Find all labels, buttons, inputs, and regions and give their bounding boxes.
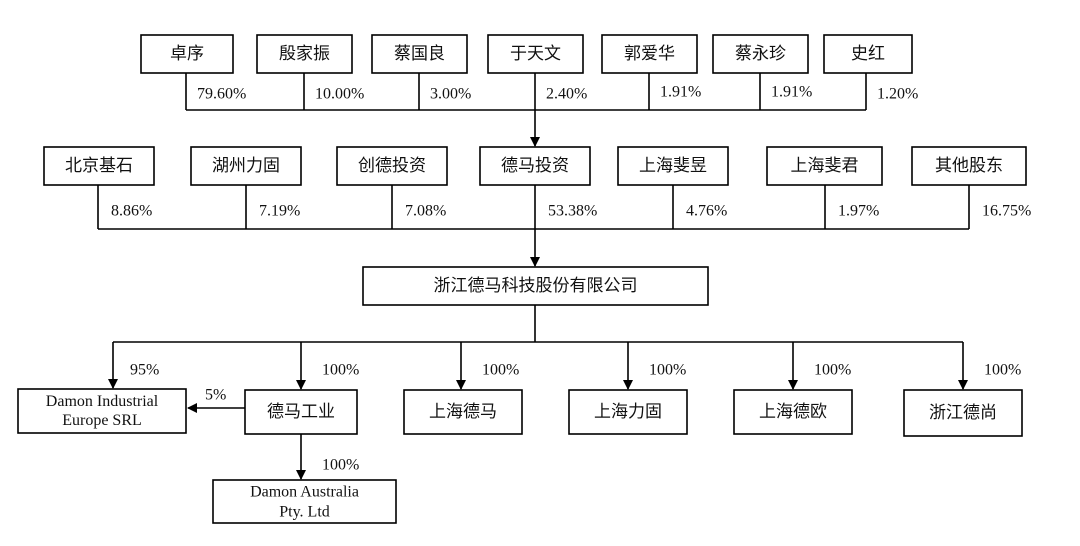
shareholder-pct-5: 1.91% — [660, 84, 701, 101]
investor-box-4-frame — [479, 146, 591, 186]
subsidiary-box-3-frame — [403, 389, 523, 435]
investor-box-2: 湖州力固 — [190, 146, 302, 186]
investor-box-3-label: 创德投资 — [358, 156, 426, 176]
shareholder-box-2-frame — [256, 34, 353, 74]
investor-box-6-label: 上海斐君 — [791, 156, 859, 176]
subsidiary-box-6: 浙江德尚 — [903, 389, 1023, 437]
investor-box-3-frame — [336, 146, 448, 186]
investor-box-6: 上海斐君 — [766, 146, 883, 186]
company-box-label: 浙江德马科技股份有限公司 — [434, 276, 638, 296]
investor-pct-3: 7.08% — [405, 203, 446, 220]
investor-box-2-frame — [190, 146, 302, 186]
subsidiary-box-1-frame — [17, 388, 187, 434]
shareholder-pct-3: 3.00% — [430, 86, 471, 103]
subsidiary-label-6: 浙江德尚 — [929, 403, 997, 423]
investor-box-1-label: 北京基石 — [65, 156, 133, 176]
investor-pct-2: 7.19% — [259, 203, 300, 220]
investor-box-6-frame — [766, 146, 883, 186]
shareholder-box-6-frame — [712, 34, 809, 74]
shareholder-pct-2: 10.00% — [315, 86, 364, 103]
shareholder-box-2-label: 殷家振 — [279, 44, 330, 64]
subsidiary-label-5: 上海德欧 — [759, 402, 827, 422]
subsidiary-box-5-frame — [733, 389, 853, 435]
investor-pct-7: 16.75% — [982, 203, 1031, 220]
shareholder-pct-1: 79.60% — [197, 86, 246, 103]
investor-box-2-label: 湖州力固 — [212, 156, 280, 176]
subsidiary-pct-1: 95% — [130, 362, 159, 379]
cross-holding-pct: 5% — [205, 387, 226, 404]
investor-box-5: 上海斐昱 — [617, 146, 729, 186]
subsidiary-label-1: Damon Industrial — [46, 393, 159, 410]
shareholder-box-6-label: 蔡永珍 — [735, 44, 786, 64]
shareholder-box-3-label: 蔡国良 — [394, 44, 445, 64]
sub-subsidiary-label: Damon Australia — [250, 484, 359, 501]
investor-box-5-frame — [617, 146, 729, 186]
subsidiary-box-4: 上海力固 — [568, 389, 688, 435]
shareholder-box-5: 郭爱华 — [601, 34, 698, 74]
shareholder-box-7-frame — [823, 34, 913, 74]
investor-box-5-label: 上海斐昱 — [639, 156, 707, 176]
investor-pct-4: 53.38% — [548, 203, 597, 220]
subsidiary-box-3: 上海德马 — [403, 389, 523, 435]
shareholder-box-3-frame — [371, 34, 468, 74]
subsidiary-pct-2: 100% — [322, 362, 359, 379]
shareholder-box-1: 卓序 — [140, 34, 234, 74]
shareholder-box-6: 蔡永珍 — [712, 34, 809, 74]
investor-box-4-label: 德马投资 — [501, 156, 569, 176]
company-box: 浙江德马科技股份有限公司 — [362, 266, 709, 306]
investor-pct-1: 8.86% — [111, 203, 152, 220]
shareholder-box-4: 于天文 — [487, 34, 584, 74]
shareholder-box-1-label: 卓序 — [170, 44, 204, 64]
subsidiary-pct-6: 100% — [984, 362, 1021, 379]
subsidiary-label-3: 上海德马 — [429, 402, 497, 422]
sub-subsidiary-pct: 100% — [322, 457, 359, 474]
shareholder-box-4-frame — [487, 34, 584, 74]
subsidiary-box-4-frame — [568, 389, 688, 435]
subsidiary-box-6-frame — [903, 389, 1023, 437]
company-box-frame — [362, 266, 709, 306]
investor-box-1-frame — [43, 146, 155, 186]
shareholder-box-2: 殷家振 — [256, 34, 353, 74]
shareholder-box-7: 史红 — [823, 34, 913, 74]
investor-box-3: 创德投资 — [336, 146, 448, 186]
investor-box-7: 其他股东 — [911, 146, 1027, 186]
shareholder-box-1-frame — [140, 34, 234, 74]
subsidiary-box-2: 德马工业 — [244, 389, 358, 435]
investor-box-1: 北京基石 — [43, 146, 155, 186]
subsidiary-pct-4: 100% — [649, 362, 686, 379]
shareholder-pct-4: 2.40% — [546, 86, 587, 103]
subsidiary-label-4: 上海力固 — [594, 402, 662, 422]
investor-box-7-label: 其他股东 — [935, 156, 1003, 176]
investor-pct-6: 1.97% — [838, 203, 879, 220]
subsidiary-label-2: 德马工业 — [267, 402, 335, 422]
shareholder-box-4-label: 于天文 — [510, 44, 561, 64]
shareholder-box-7-label: 史红 — [851, 44, 885, 64]
shareholder-box-5-label: 郭爱华 — [624, 44, 675, 64]
subsidiary-box-2-frame — [244, 389, 358, 435]
shareholder-box-5-frame — [601, 34, 698, 74]
shareholder-box-3: 蔡国良 — [371, 34, 468, 74]
subsidiary-box-5: 上海德欧 — [733, 389, 853, 435]
sub-subsidiary-box-frame — [212, 479, 397, 524]
investor-pct-5: 4.76% — [686, 203, 727, 220]
subsidiary-pct-3: 100% — [482, 362, 519, 379]
shareholder-pct-6: 1.91% — [771, 84, 812, 101]
investor-box-4: 德马投资 — [479, 146, 591, 186]
subsidiary-label-1: Europe SRL — [62, 412, 142, 429]
investor-box-7-frame — [911, 146, 1027, 186]
subsidiary-pct-5: 100% — [814, 362, 851, 379]
sub-subsidiary-label: Pty. Ltd — [279, 504, 330, 521]
shareholder-pct-7: 1.20% — [877, 86, 918, 103]
